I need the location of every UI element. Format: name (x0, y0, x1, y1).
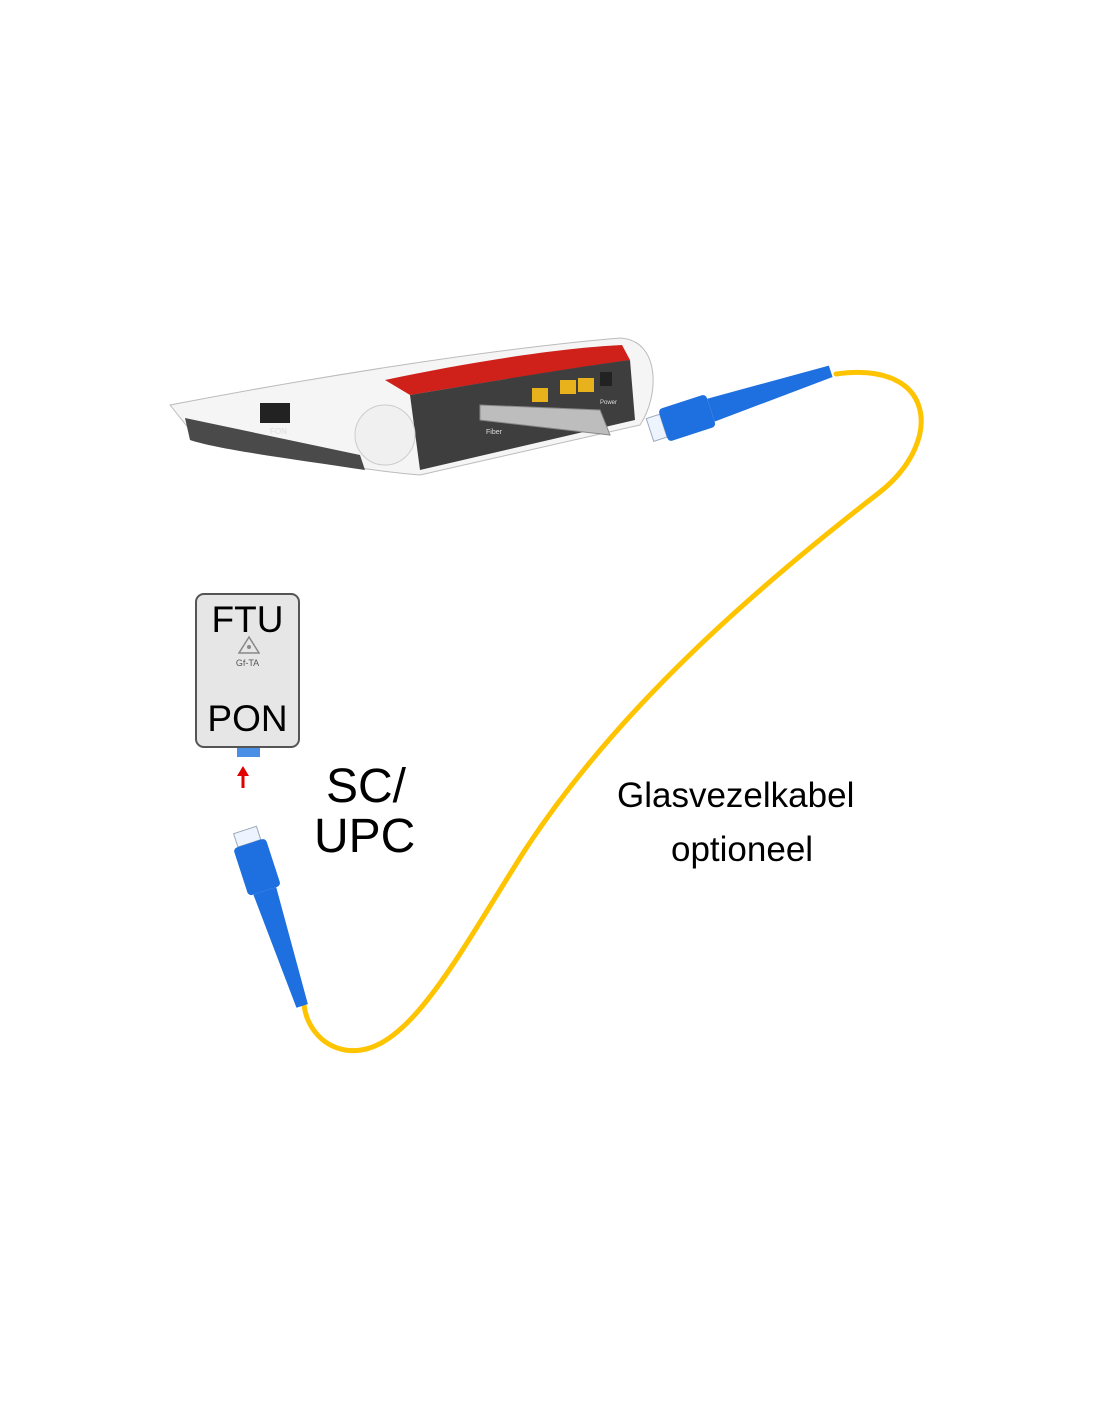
cable-label-line2: optioneel (671, 830, 814, 869)
sc-connector-router (645, 365, 833, 443)
cable-label-line1: Glasvezelkabel (617, 776, 855, 815)
ftu-box: FTU Gf-TA PON (195, 593, 300, 748)
ftu-port-label: PON (207, 698, 288, 739)
connector-type-line2: UPC (314, 810, 416, 863)
connector-type-line1: SC/ (326, 760, 407, 813)
router (169, 337, 654, 476)
laser-warning-icon (238, 635, 260, 654)
ftu-title: FTU (211, 599, 284, 640)
power-port-label: Power (600, 400, 617, 406)
fon-port-label: FON (270, 427, 287, 436)
sc-connector-ftu (232, 825, 308, 1008)
fiber-port-label: Fiber (486, 429, 503, 436)
fiber-cable (301, 369, 924, 1054)
arrow-up-icon (237, 766, 249, 788)
pon-port (237, 748, 260, 757)
ftu-subtitle: Gf-TA (235, 658, 260, 668)
